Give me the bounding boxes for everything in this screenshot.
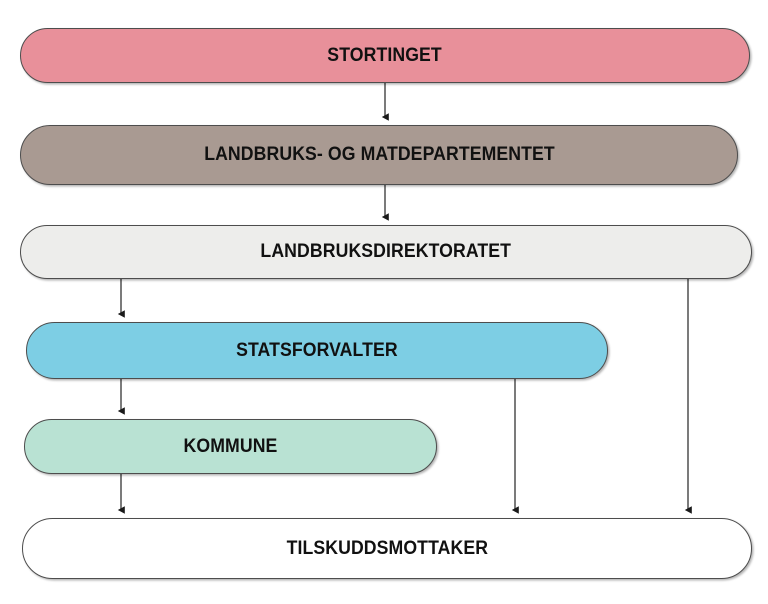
node-statsforvalter-label: STATSFORVALTER <box>236 339 398 361</box>
node-stortinget[interactable]: STORTINGET <box>20 28 750 83</box>
node-statsforvalter[interactable]: STATSFORVALTER <box>26 322 608 379</box>
node-kommune-label: KOMMUNE <box>183 435 278 457</box>
node-landbruks-og-matdepartementet[interactable]: LANDBRUKS- OG MATDEPARTEMENTET <box>20 125 738 185</box>
node-landbruksdirektoratet[interactable]: LANDBRUKSDIREKTORATET <box>20 225 752 279</box>
node-landbruksdirektoratet-label: LANDBRUKSDIREKTORATET <box>260 241 512 262</box>
node-landbruks-og-matdepartementet-label: LANDBRUKS- OG MATDEPARTEMENTET <box>203 144 555 165</box>
node-kommune[interactable]: KOMMUNE <box>24 419 437 474</box>
node-tilskuddsmottaker[interactable]: TILSKUDDSMOTTAKER <box>22 518 752 579</box>
node-stortinget-label: STORTINGET <box>327 44 443 66</box>
node-tilskuddsmottaker-label: TILSKUDDSMOTTAKER <box>286 537 488 559</box>
